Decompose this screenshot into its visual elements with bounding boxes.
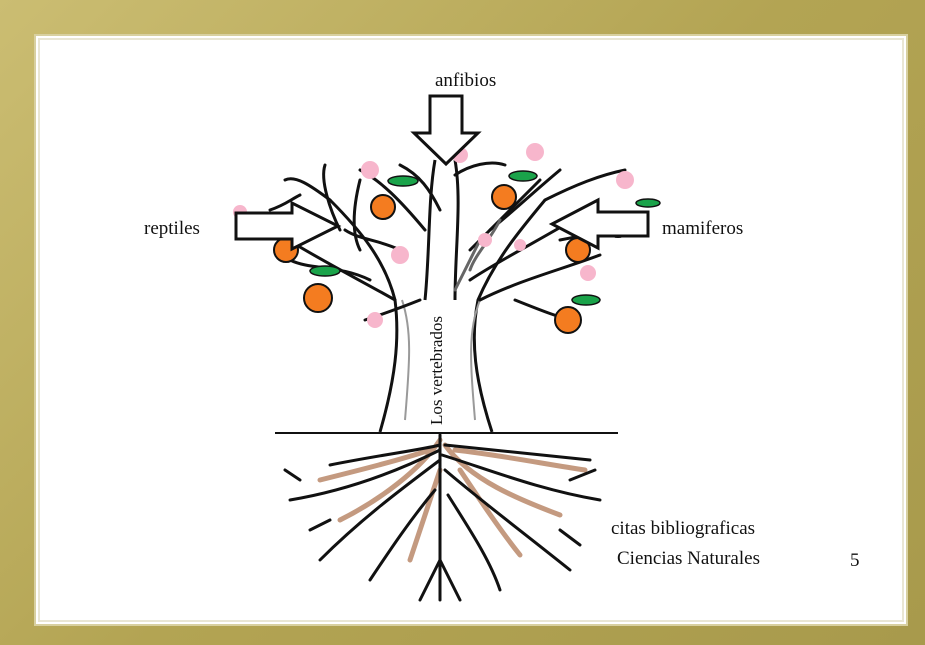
page-number: 5 — [850, 551, 860, 570]
down-arrow-icon — [414, 96, 478, 164]
tree-roots — [285, 435, 600, 600]
citation-line-2: Ciencias Naturales — [617, 549, 760, 568]
leaves — [291, 171, 660, 305]
mammals-label: mamiferos — [662, 219, 743, 238]
reptiles-label: reptiles — [144, 219, 200, 238]
amphibians-label: anfibios — [435, 71, 496, 90]
trunk-label: Los vertebrados — [428, 316, 445, 425]
oranges — [274, 185, 630, 333]
left-arrow-icon — [552, 200, 648, 248]
citation-line-1: citas bibliograficas — [611, 519, 755, 538]
